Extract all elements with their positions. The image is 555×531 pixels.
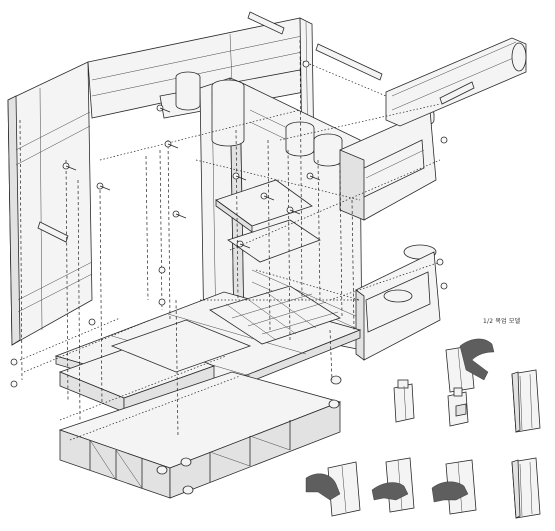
- bolt: [96, 182, 111, 191]
- mockup-photo-5-hand: [305, 461, 361, 517]
- bolt: [236, 240, 251, 249]
- bolt: [302, 60, 310, 68]
- mockup-photo-4: [511, 369, 541, 433]
- bolt: [306, 172, 321, 181]
- bolt: [436, 258, 444, 266]
- exploded-rods: [37, 11, 475, 243]
- mockup-photo-8: [511, 457, 541, 519]
- mockup-photo-2-hand: [445, 338, 495, 393]
- upper-right-module: [339, 109, 437, 221]
- alignment-lines-diagonal: [19, 59, 441, 441]
- bolt: [88, 318, 96, 326]
- bolt: [286, 206, 301, 215]
- bolt: [232, 172, 247, 181]
- bolt: [10, 380, 18, 388]
- mockup-photo-1: [393, 379, 415, 423]
- bolt: [260, 192, 275, 201]
- bolt: [62, 162, 77, 171]
- back-wall-panel-left: [7, 61, 93, 346]
- bolt: [158, 266, 166, 274]
- bolt: [10, 358, 18, 366]
- bolt: [156, 104, 171, 113]
- lower-truss: [58, 371, 342, 499]
- bolt: [172, 210, 187, 219]
- mattress-slab: [58, 319, 252, 413]
- top-rail: [385, 37, 527, 127]
- mockup-photo-3: [447, 387, 469, 427]
- bolt: [164, 140, 179, 149]
- mockup-photo-6-hand: [371, 457, 415, 513]
- inner-grid-frame: [209, 285, 341, 345]
- alignment-lines: [19, 39, 355, 437]
- mockup-caption: 1/2 목업 모델: [483, 318, 521, 325]
- mockup-model-photos: [305, 338, 541, 519]
- bolt: [158, 298, 166, 306]
- middle-shelf: [215, 179, 321, 263]
- lower-right-module: [355, 244, 441, 361]
- bolts: [10, 60, 448, 388]
- bolt: [440, 136, 448, 144]
- bolt: [440, 282, 448, 290]
- mockup-photo-7-hand: [431, 459, 477, 515]
